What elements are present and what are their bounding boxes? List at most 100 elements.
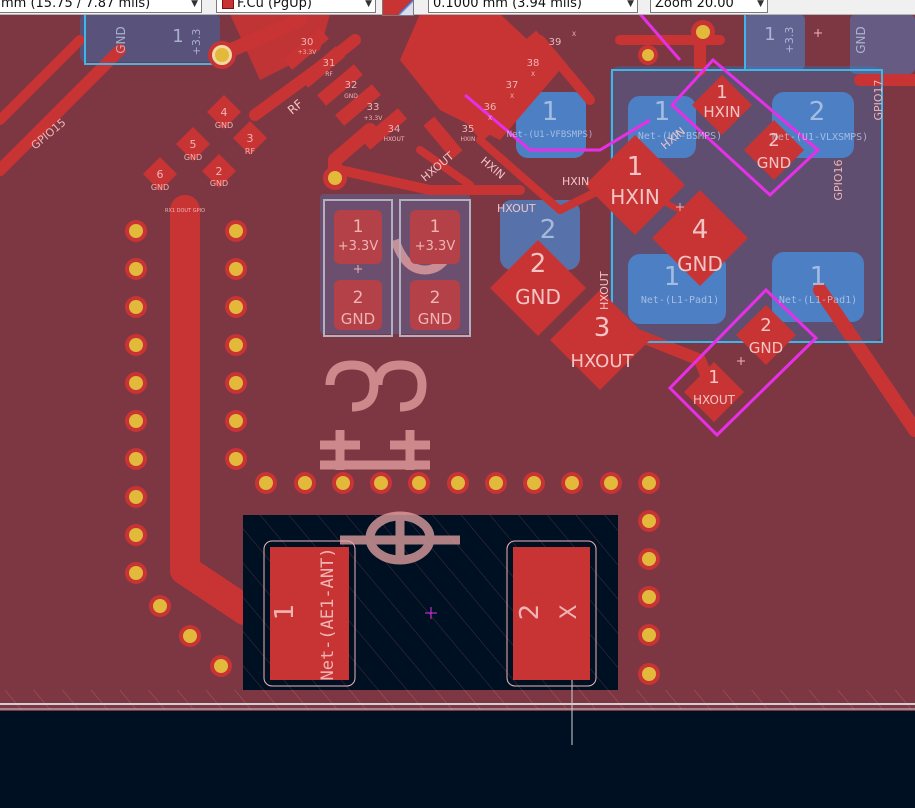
layer-color-swatch xyxy=(222,0,234,9)
pin-32-number: 32 xyxy=(345,80,358,91)
pin-35-net: HXIN xyxy=(461,136,476,143)
pin-38-net: X xyxy=(531,71,535,78)
u1-vlx-net: Net-(U1-VLXSMPS) xyxy=(772,132,868,143)
pin-37-net: X xyxy=(510,93,514,100)
pin-34-number: 34 xyxy=(388,124,401,135)
header-vias-left xyxy=(125,220,247,677)
y2-pad4-net: HXOUT xyxy=(693,393,736,407)
pin-39-number: 39 xyxy=(549,37,562,48)
pin-33-net: +3.3V xyxy=(364,115,384,122)
pad-4-number: 4 xyxy=(221,106,228,119)
antenna-pad-2[interactable] xyxy=(513,547,590,680)
pin-36-number: 36 xyxy=(484,102,497,113)
pin-30-net: +3.3V xyxy=(298,49,318,56)
l1-pad-a-net: Net-(L1-Pad1) xyxy=(641,295,719,306)
c1-pad2-net: GND xyxy=(341,310,375,328)
pad-5-net: GND xyxy=(184,153,202,162)
y2-pad1-number: 1 xyxy=(716,82,727,103)
u1-vfb-number: 1 xyxy=(542,97,559,127)
y1-pad1-number: 1 xyxy=(627,152,644,182)
y1-pad3-number: 3 xyxy=(594,313,611,343)
u1-bsm-net: Net-(U1-BSMPS) xyxy=(638,131,722,142)
top-pad-net: +3.3 xyxy=(190,29,203,56)
copper-zone xyxy=(400,14,560,140)
pad-6-net: GND xyxy=(151,183,169,192)
pin-35-number: 35 xyxy=(462,124,475,135)
tiny-reference: RX1 DOUT GPIO xyxy=(165,208,205,214)
c1-pad1-number: 1 xyxy=(353,217,364,237)
pin-30-number: 30 xyxy=(301,37,314,48)
track-width-select[interactable]: 0.1000 mm (3.94 mils) ▼ xyxy=(428,0,638,13)
header-vias-bottom xyxy=(255,472,660,685)
layer-select[interactable]: F.Cu (PgUp) ▼ xyxy=(216,0,376,13)
y2-pad2-net: GND xyxy=(757,154,791,172)
zoom-select[interactable]: Zoom 20.00 ▼ xyxy=(650,0,768,13)
c2-pad1-number: 1 xyxy=(430,217,441,237)
y1-pad2-net: GND xyxy=(515,285,561,309)
highlighted-net-outlines xyxy=(464,13,821,438)
chevron-down-icon: ▼ xyxy=(627,0,634,9)
l1-pad-b-number: 1 xyxy=(810,262,827,292)
layer-pair-button[interactable] xyxy=(382,0,414,16)
gpio17-label: GPIO17 xyxy=(872,79,885,120)
toolbar: mm (15.75 / 7.87 mils) ▼ F.Cu (PgUp) ▼ 0… xyxy=(0,0,915,16)
pin-31-number: 31 xyxy=(323,58,336,69)
u1-vlx-number: 2 xyxy=(809,97,826,127)
u1-bsm-number: 1 xyxy=(654,97,671,127)
pad-3-number: 3 xyxy=(247,132,254,145)
chevron-down-icon: ▼ xyxy=(757,0,764,9)
center-markers xyxy=(354,29,822,365)
l1-pad-a-number: 1 xyxy=(664,262,681,292)
crystal-y1[interactable]: 1 HXIN 4 GND 2 GND 3 HXOUT xyxy=(490,135,748,390)
antenna-pad-1-number: 1 xyxy=(270,604,300,621)
y1-pad4-number: 4 xyxy=(692,215,709,245)
u1-vfb-net: Net-(U1-VFBSMPS) xyxy=(507,130,594,140)
antenna-pad-1-outline xyxy=(263,540,356,687)
y1-pad3-net: HXOUT xyxy=(570,351,634,372)
antenna-pad-1-net: Net-(AE1-ANT) xyxy=(318,547,338,680)
vias-top xyxy=(208,20,715,190)
chevron-down-icon: ▼ xyxy=(365,0,372,9)
back-side-labels: 1 Net-(U1-VFBSMPS) 1 Net-(U1-BSMPS) 2 Ne… xyxy=(114,24,868,306)
hxout-track-label-b: HXOUT xyxy=(497,202,536,215)
pad-4-net: GND xyxy=(215,121,233,130)
y2-pad4-number: 1 xyxy=(708,367,719,388)
pad-3-net: RF xyxy=(245,147,256,156)
pad-2-net: GND xyxy=(210,179,228,188)
c1-pad2-number: 2 xyxy=(353,288,364,308)
top-right-pad-net: +3.3 xyxy=(783,27,796,54)
capacitor-c2[interactable]: 1 +3.3V 2 GND xyxy=(399,199,471,337)
chevron-down-icon: ▼ xyxy=(191,0,198,9)
y2-pad3-net: GND xyxy=(749,339,783,357)
grid-select-value: mm (15.75 / 7.87 mils) xyxy=(1,0,151,11)
antenna-pad-1[interactable] xyxy=(270,547,349,680)
pad-2-number: 2 xyxy=(216,165,223,178)
y2-pad2-number: 2 xyxy=(768,130,779,151)
pad-5-number: 5 xyxy=(190,138,197,151)
board-edge-hatch xyxy=(0,690,915,710)
pin-31-net: RF xyxy=(325,71,333,78)
top-right-pad-number: 1 xyxy=(764,24,775,45)
top-right-pad-gnd: GND xyxy=(854,26,868,54)
capacitor-c1[interactable]: 1 +3.3V 2 GND xyxy=(323,199,393,337)
pin-36-net: X xyxy=(488,115,492,122)
antenna-pad-2-outline xyxy=(506,540,597,687)
zoom-value: Zoom 20.00 xyxy=(655,0,734,11)
c2-pad1-net: +3.3V xyxy=(415,239,456,254)
pad-6-number: 6 xyxy=(157,168,164,181)
module-pads-small[interactable]: 4 GND 3 RF 5 GND 2 GND 6 GND RX1 DOUT GP… xyxy=(143,95,267,214)
pin-39-net: X xyxy=(572,31,576,38)
y2-pad3-number: 2 xyxy=(760,315,771,336)
pin-34-net: HXOUT xyxy=(383,136,404,143)
top-pad-gnd: GND xyxy=(114,26,128,54)
track-width-value: 0.1000 mm (3.94 mils) xyxy=(433,0,582,11)
c1-pad1-net: +3.3V xyxy=(338,239,379,254)
crystal-y2[interactable]: 1 HXIN 2 GND 2 GND 1 HXOUT xyxy=(684,75,804,422)
pin-32-net: GND xyxy=(344,93,358,100)
top-pad-number: 1 xyxy=(172,26,183,47)
antenna-pad-2-number: 2 xyxy=(515,604,545,621)
ic-pins[interactable]: 30 +3.3V 31 RF 32 GND 33 +3.3V 34 HXOUT … xyxy=(283,28,576,160)
grid-select[interactable]: mm (15.75 / 7.87 mils) ▼ xyxy=(0,0,202,13)
